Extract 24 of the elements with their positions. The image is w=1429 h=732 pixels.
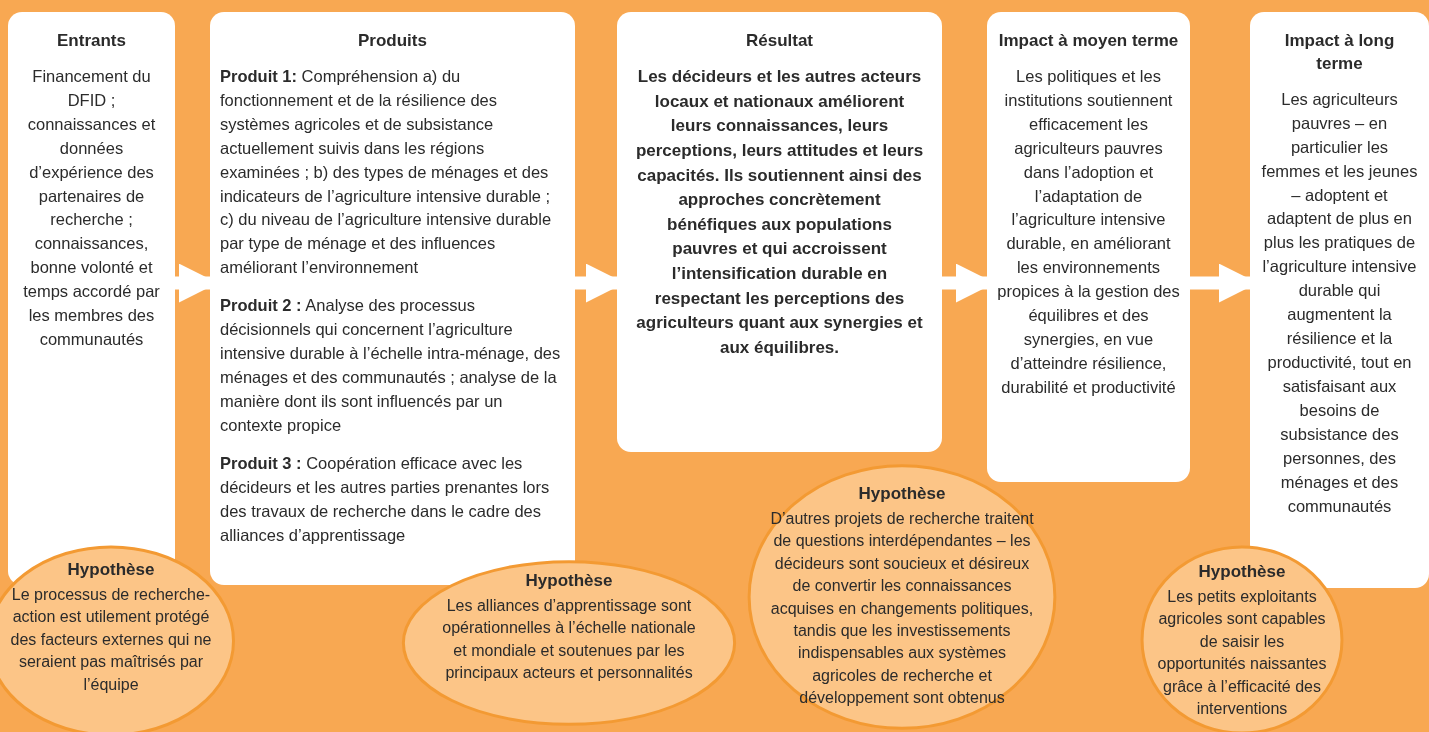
body-text: Les politiques et les institutions soutiennent efficacement les agriculteurs pauvres dans l’adoption et l’adaptation de l’agriculture intensive durable, en améliorant les environnements propices à la gestion des équilibres et des synergies, en vue d’atteindre résilience, durabilité et productivité	[997, 65, 1180, 398]
heading: Hypothèse	[66, 559, 156, 581]
heading: Produits	[357, 30, 428, 52]
heading: Hypothèse	[524, 570, 614, 592]
heading: Impact à moyen terme	[997, 30, 1180, 52]
stage-box	[617, 12, 942, 452]
heading: Hypothèse	[857, 483, 947, 505]
body-text: Les décideurs et les autres acteurs locaux et nationaux améliorent leurs connaissances, leurs perceptions, leurs attitudes et leurs capacités. Ils soutiennent ainsi des approches concrètement bénéfiques aux populations pauvres et qui accroissent l’intensification durable en respectant les perceptions des agriculteurs quant aux synergies et aux équilibres.	[634, 65, 925, 359]
body-text: Financement du DFID ; connaissances et données d’expérience des partenaires de recherche ; connaissances, bonne volonté et temps accordé par les membres des communautés	[22, 65, 161, 351]
body-text: Les agriculteurs pauvres – en particulier les femmes et les jeunes – adoptent et adaptent de plus en plus les pratiques de l’agriculture intensive durable qui augmentent la résilience et la productivité, tout en satisfaisant aux besoins de subsistance des personnes, des ménages et des communautés	[1260, 88, 1419, 517]
body-text: Produit 3 : Coopération efficace avec les décideurs et les autres parties prenantes lors des travaux de recherche dans le cadre des alliances d’apprentissage	[220, 452, 551, 546]
heading: Impact à long terme	[1283, 30, 1396, 75]
hypothesis-ellipse	[400, 560, 738, 726]
body-text: Produit 1: Compréhension a) du fonctionnement et de la résilience des systèmes agricoles et de subsistance actuellement suivis dans les régions examinées ; b) des types de ménages et des indicateurs de l’agriculture intensive durable ; c) du niveau de l’agriculture intensive durable par type de ménage et des influences améliorant l’environnement	[220, 65, 553, 279]
body-text: Produit 2 : Analyse des processus décisionnels qui concernent l’agriculture intensive durable à l’échelle intra-ménage, des ménages et des communautés ; analyse de la manière dont ils sont influencés par un contexte propice	[220, 295, 562, 436]
heading: Résultat	[744, 30, 815, 52]
body-text: Le processus de recherche-action est utilement protégé des facteurs externes qui ne seraient pas maîtrisés par l’équipe	[9, 584, 213, 695]
hypothesis-ellipse	[746, 463, 1058, 731]
body-text: Les petits exploitants agricoles sont capables de saisir les opportunités naissantes grâce à l’efficacité des interventions	[1156, 586, 1328, 719]
heading: Entrants	[56, 30, 127, 52]
body-text: Les alliances d’apprentissage sont opérationnelles à l’échelle nationale et mondiale et soutenues par les principaux acteurs et personnalités	[441, 595, 697, 684]
heading: Hypothèse	[1197, 561, 1287, 583]
stage-box	[987, 12, 1190, 482]
body-text: D’autres projets de recherche traitent de questions interdépendantes – les décideurs sont soucieux et désireux de convertir les connaissances acquises en changements politiques, tandis que les investissements indispensables aux systèmes agricoles de recherche et développement sont obtenus	[769, 508, 1035, 709]
